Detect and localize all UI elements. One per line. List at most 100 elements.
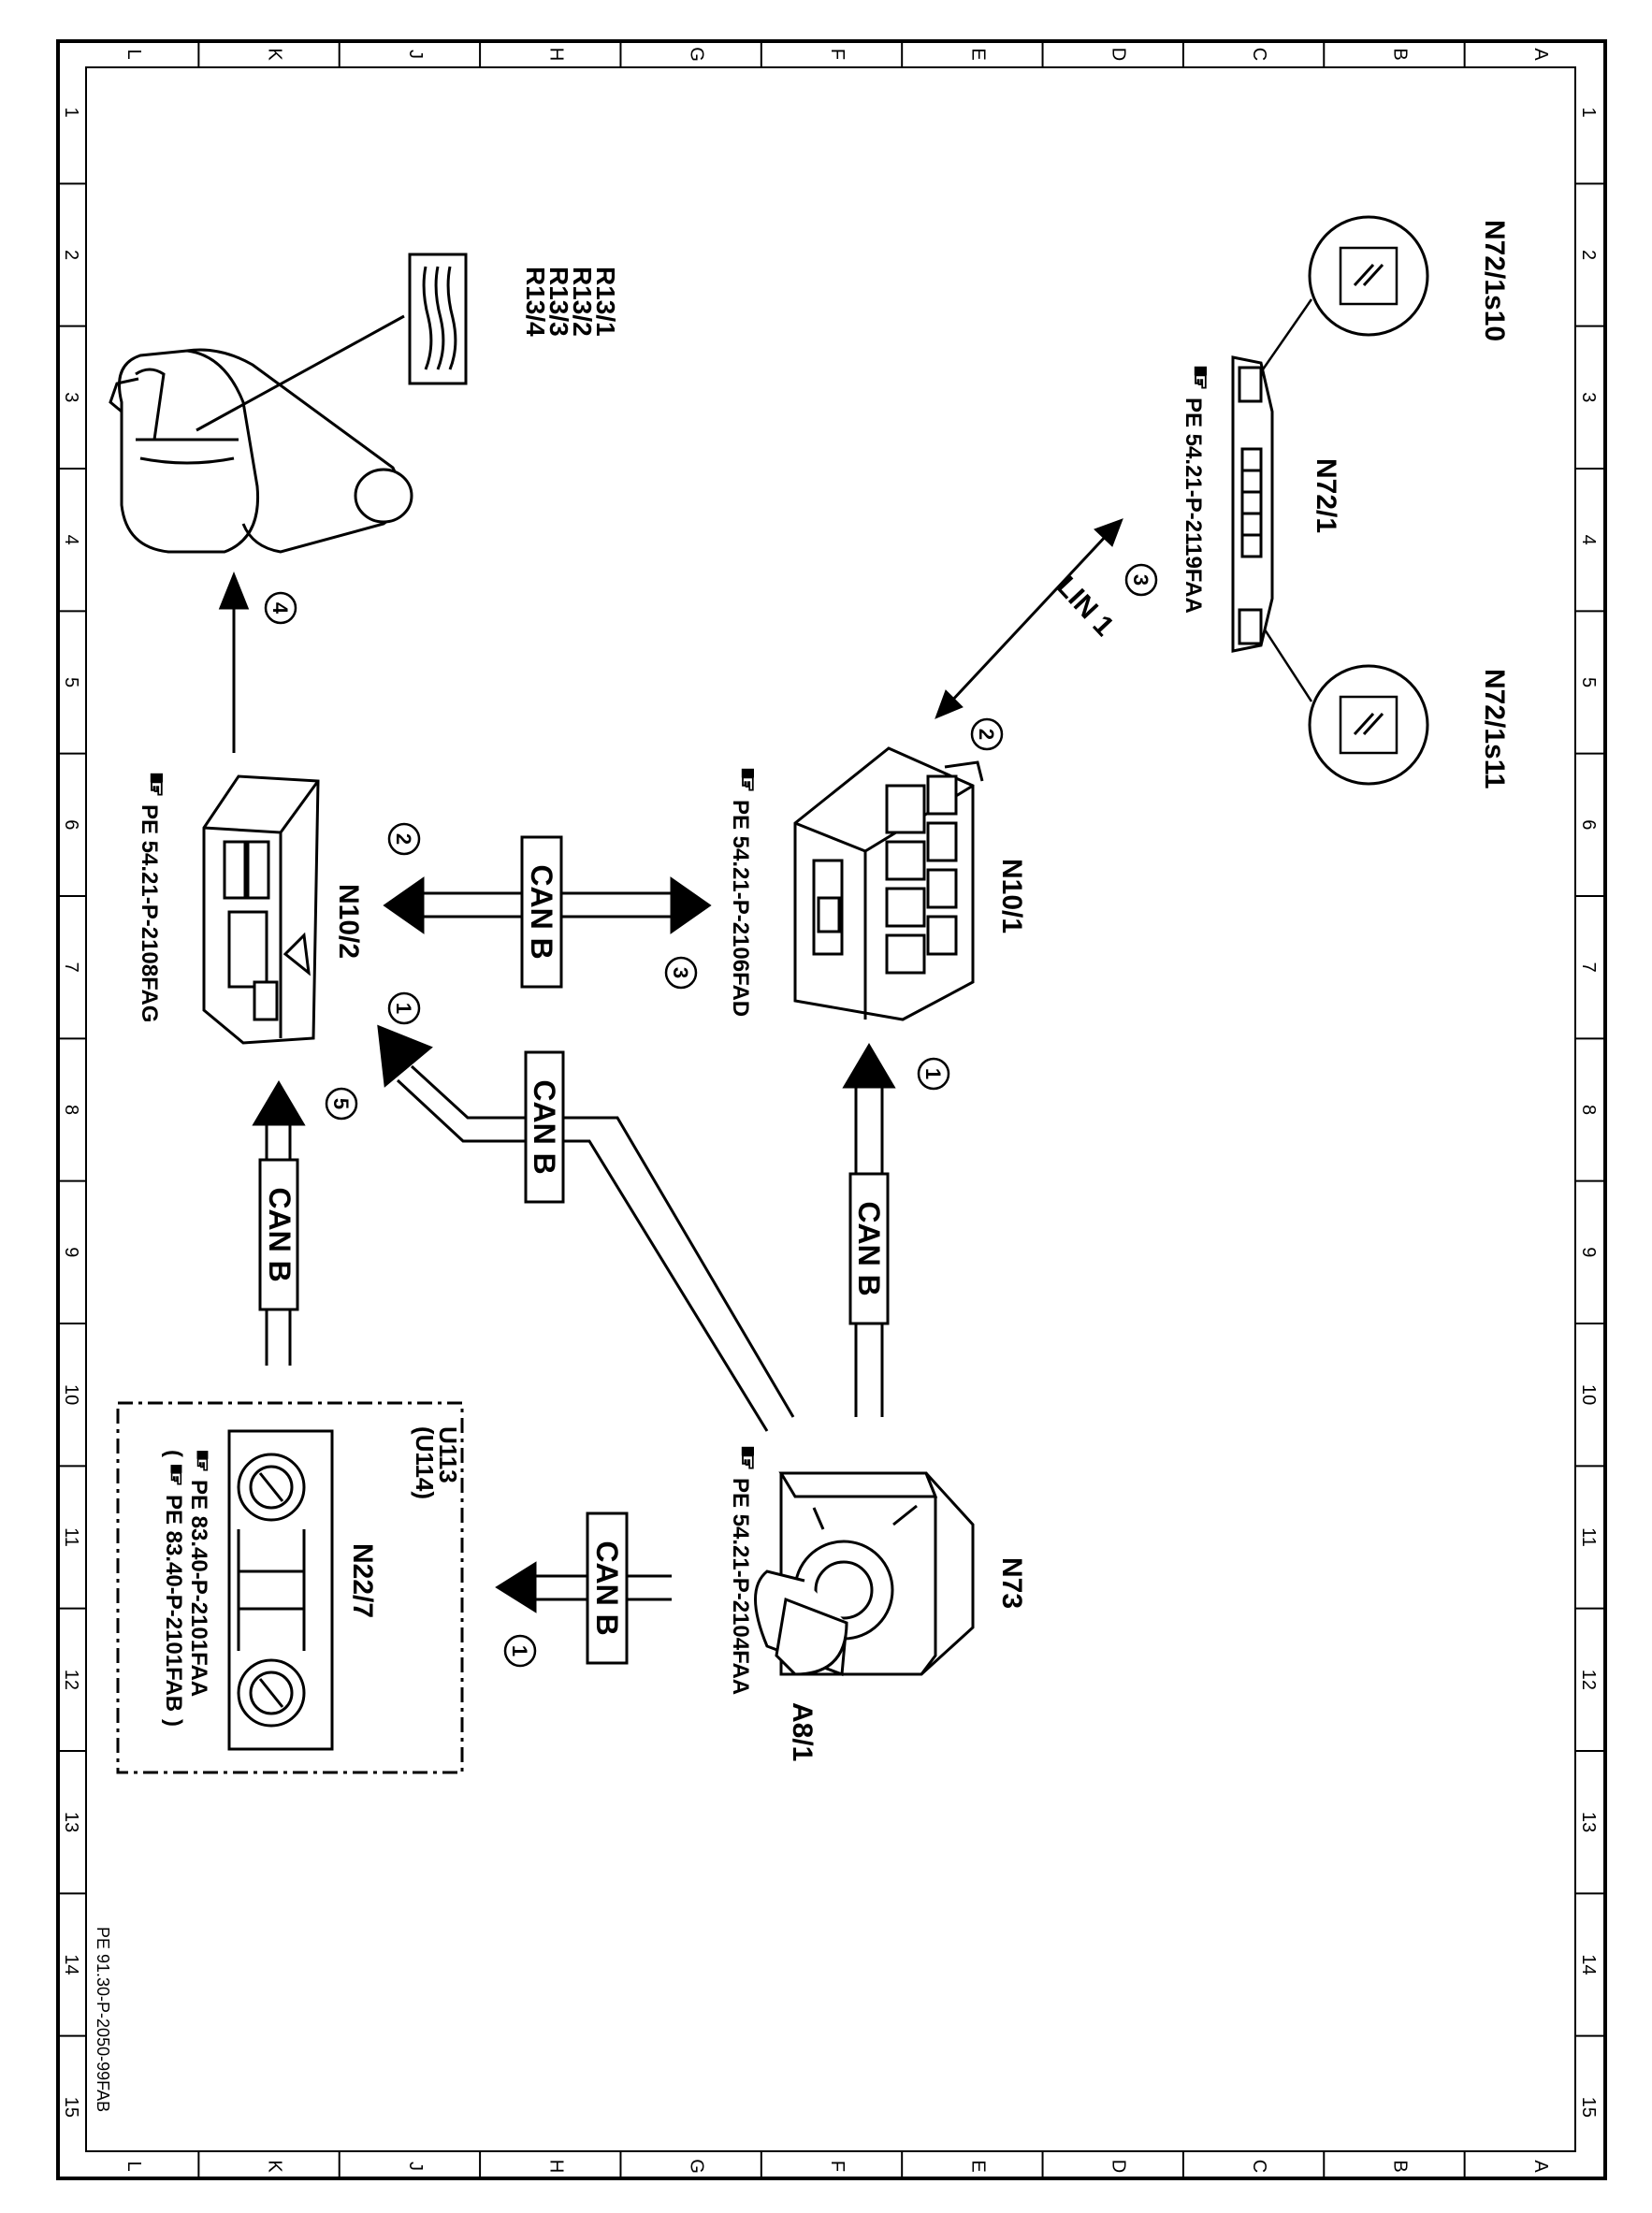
label-n72-1s10: N72/1s10 (1479, 220, 1510, 341)
can-b-to-n22-7 (495, 1511, 672, 1665)
can-b-n22-7-to-n10-2 (252, 1080, 306, 1366)
seat-icon (109, 348, 413, 554)
can-b-label-diagonal: CAN B (528, 1079, 561, 1174)
label-a8-1: A8/1 (787, 1702, 818, 1761)
can-b-label-n10: CAN B (525, 864, 558, 959)
ref-n73: PE 54.21-P-2104FAA (728, 1478, 753, 1695)
row-label: 4 (1578, 535, 1599, 545)
svg-text:3: 3 (669, 967, 692, 978)
label-r13-2: R13/2 (568, 267, 597, 337)
n10-1-control-unit (793, 746, 984, 1021)
can-b-label-n10-1: CAN B (852, 1201, 886, 1295)
column-label: K (265, 48, 285, 61)
row-label: 13 (1578, 1812, 1599, 1832)
svg-text:2: 2 (392, 833, 415, 845)
hand-pointer-icon (740, 767, 755, 791)
label-r13-1: R13/1 (591, 267, 620, 337)
row-label: 2 (1578, 250, 1599, 260)
row-label: 4 (61, 535, 81, 545)
row-label: 6 (61, 819, 81, 830)
label-n72-1: N72/1 (1311, 458, 1341, 533)
svg-text:1: 1 (921, 1068, 945, 1079)
label-n22-7: N22/7 (347, 1543, 378, 1618)
hand-pointer-icon (1193, 365, 1208, 389)
ref-n10-1: PE 54.21-P-2106FAD (728, 800, 753, 1017)
column-label: D (1109, 2160, 1129, 2173)
row-label: 15 (61, 2097, 81, 2118)
svg-text:1: 1 (508, 1645, 531, 1656)
ref-n22-7-open: ( (161, 1450, 186, 1457)
row-label: 6 (1578, 819, 1599, 830)
ref-n72-1: PE 54.21-P-2119FAA (1181, 398, 1206, 614)
row-label: 11 (61, 1527, 81, 1547)
row-label: 7 (61, 962, 81, 973)
row-label: 7 (1578, 962, 1599, 973)
row-label: 11 (1578, 1527, 1599, 1547)
can-b-n10-1-to-n10-2 (383, 835, 712, 989)
column-label: G (687, 2159, 707, 2174)
svg-text:1: 1 (392, 1003, 415, 1014)
column-label: G (687, 47, 707, 62)
label-r13-4: R13/4 (521, 267, 550, 337)
column-label: H (545, 48, 566, 61)
svg-text:5: 5 (329, 1098, 353, 1109)
n22-7-control-panel (116, 1401, 464, 1774)
n72-1-overhead-panel (1231, 355, 1274, 653)
column-label: C (1249, 2160, 1269, 2173)
ref-n22-7-close: ) (161, 1719, 186, 1727)
row-label: 12 (61, 1670, 81, 1690)
row-label: 2 (61, 250, 81, 260)
column-label: H (545, 2160, 566, 2173)
row-label: 5 (1578, 677, 1599, 687)
row-label: 13 (61, 1812, 81, 1832)
step-1-n10-2: 1 (387, 991, 421, 1025)
step-5: 5 (325, 1087, 358, 1121)
can-b-n73-to-n10-1 (842, 1043, 896, 1417)
lin-1-label: LIN 1 (1051, 571, 1120, 642)
label-n72-1s11: N72/1s11 (1479, 669, 1510, 788)
row-label: 10 (61, 1384, 81, 1405)
row-label: 3 (61, 392, 81, 402)
step-2-lin: 2 (970, 717, 1004, 751)
svg-text:3: 3 (1129, 574, 1152, 586)
column-label: E (967, 2160, 988, 2172)
column-label: B (1389, 48, 1410, 60)
step-2-can: 2 (387, 822, 421, 856)
column-label: F (827, 2161, 848, 2172)
column-label: A (1530, 2160, 1551, 2173)
row-label: 12 (1578, 1670, 1599, 1690)
column-label: A (1530, 48, 1551, 61)
can-b-label-n10-2: CAN B (263, 1187, 297, 1281)
ref-n22-7-a: PE 83.40-P-2101FAA (186, 1480, 211, 1697)
row-label: 14 (61, 1954, 81, 1974)
step-4: 4 (264, 591, 297, 625)
row-label: 8 (61, 1105, 81, 1115)
row-label: 8 (1578, 1105, 1599, 1115)
row-label: 10 (1578, 1384, 1599, 1405)
label-r13-3: R13/3 (544, 267, 573, 337)
column-label: L (123, 49, 144, 59)
row-label: 15 (1578, 2097, 1599, 2118)
seat-heater-icon (196, 253, 468, 432)
lin-1-connection (935, 518, 1123, 719)
column-label: L (123, 2161, 144, 2171)
column-label: J (405, 50, 426, 59)
step-1-n10-1: 1 (917, 1057, 950, 1091)
column-label: E (967, 48, 988, 60)
svg-text:4: 4 (268, 602, 292, 615)
hand-pointer-icon (196, 1450, 210, 1471)
column-label: C (1249, 48, 1269, 61)
ignition-switch-icon (754, 1471, 975, 1677)
ref-n22-7-b: PE 83.40-P-2101FAB (161, 1495, 186, 1712)
row-label: 3 (1578, 392, 1599, 402)
can-b-n73-to-n10-2 (377, 1024, 795, 1432)
seat-heater-connection (218, 571, 250, 753)
label-n10-1: N10/1 (996, 859, 1027, 933)
svg-text:2: 2 (975, 729, 998, 740)
hand-pointer-icon (169, 1464, 183, 1485)
